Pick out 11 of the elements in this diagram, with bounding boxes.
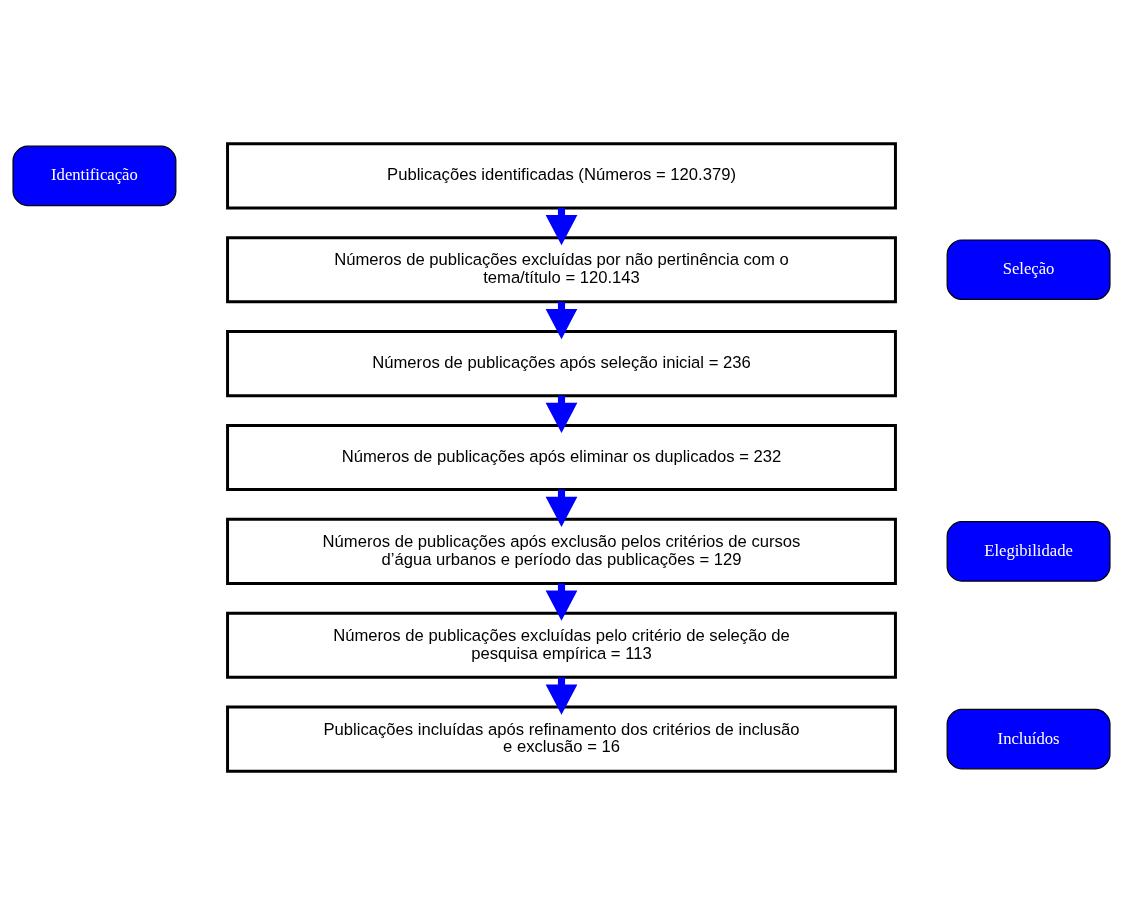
- node-box: Elegibilidade: [946, 520, 1111, 582]
- node-box: Incluídos: [946, 708, 1111, 769]
- node-box: Números de publicações excluídas pelo critério de seleção de pesquisa empírica = 113: [226, 611, 897, 679]
- node-box: Identificação: [12, 145, 177, 206]
- node-box: Números de publicações após eliminar os duplicados = 232: [226, 423, 897, 491]
- node-box: Números de publicações excluídas por não pertinência com o tema/título = 120.143: [226, 235, 897, 303]
- node-box: Números de publicações após seleção inicial = 236: [226, 329, 897, 397]
- node-box: Publicações incluídas após refinamento dos critérios de inclusão e exclusão = 16: [226, 705, 897, 773]
- node-box: Seleção: [946, 238, 1111, 300]
- node-box: Publicações identificadas (Números = 120.379): [226, 141, 897, 209]
- node-box: Números de publicações após exclusão pelos critérios de cursos d’água urbanos e período das publicações = 129: [226, 517, 897, 585]
